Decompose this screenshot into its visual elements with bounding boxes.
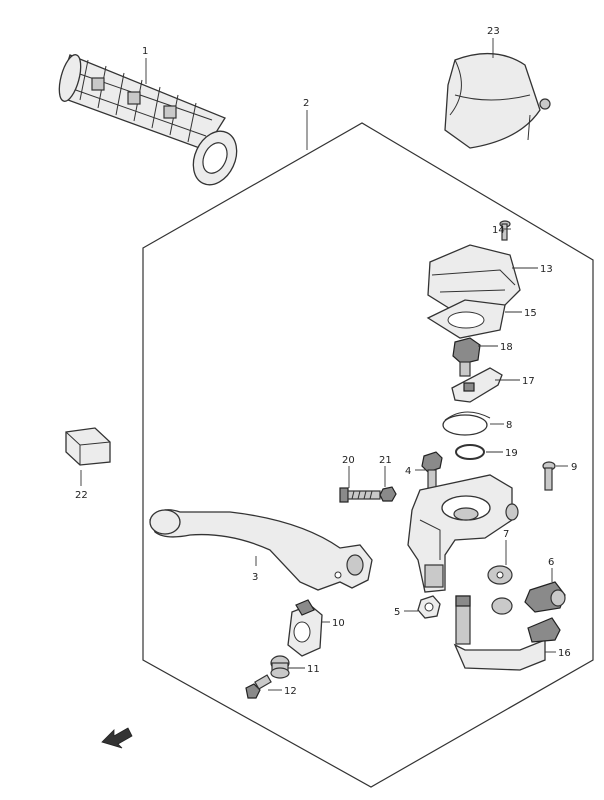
- callout-9: 9: [571, 462, 577, 473]
- part-diaphragm[interactable]: [442, 411, 491, 436]
- callout-4: 4: [405, 466, 411, 477]
- callout-10: 10: [332, 618, 345, 629]
- part-grip[interactable]: [55, 52, 245, 191]
- callout-20: 20: [342, 455, 355, 466]
- part-screw-14[interactable]: [499, 220, 511, 241]
- callout-22: 22: [75, 490, 88, 501]
- part-nut-21[interactable]: [379, 486, 397, 502]
- callout-18: 18: [500, 342, 513, 353]
- part-reservoir-cap[interactable]: [427, 244, 521, 316]
- part-lever[interactable]: [149, 509, 373, 591]
- part-bolt-18[interactable]: [452, 337, 481, 377]
- callout-labels: 1 2 23 14 13 15 18 17 8 19 4 9 20 21 22 …: [75, 26, 577, 697]
- callout-12: 12: [284, 686, 297, 697]
- callout-6: 6: [548, 557, 554, 568]
- callout-2: 2: [303, 98, 309, 109]
- part-screw-9[interactable]: [542, 461, 556, 491]
- callout-16: 16: [558, 648, 571, 659]
- part-bracket[interactable]: [451, 367, 503, 403]
- leader-lines: [80, 38, 568, 691]
- callout-11: 11: [307, 664, 320, 675]
- front-direction-arrow-icon: [101, 727, 133, 749]
- callout-3: 3: [252, 572, 258, 583]
- master-cylinder-body[interactable]: [407, 474, 519, 593]
- part-switch[interactable]: [287, 599, 323, 657]
- part-block[interactable]: [65, 427, 111, 466]
- part-washer-7[interactable]: [487, 565, 513, 585]
- callout-17: 17: [522, 376, 535, 387]
- assembly-outline: [142, 122, 594, 788]
- callout-19: 19: [505, 448, 518, 459]
- callout-8: 8: [506, 420, 512, 431]
- callout-21: 21: [379, 455, 392, 466]
- part-pivot[interactable]: [270, 655, 290, 679]
- part-adjuster-6[interactable]: [524, 581, 566, 613]
- part-oring[interactable]: [455, 444, 485, 460]
- part-piston[interactable]: [453, 595, 561, 671]
- part-screw-12[interactable]: [245, 674, 272, 699]
- callout-15: 15: [524, 308, 537, 319]
- callout-14: 14: [492, 225, 505, 236]
- callout-23: 23: [487, 26, 500, 37]
- part-cover[interactable]: [444, 52, 551, 149]
- callout-13: 13: [540, 264, 553, 275]
- part-screw-20[interactable]: [339, 487, 381, 503]
- callout-7: 7: [503, 529, 509, 540]
- callout-1: 1: [142, 46, 148, 57]
- part-plate[interactable]: [426, 299, 506, 339]
- part-nut-5[interactable]: [417, 595, 441, 619]
- callout-5: 5: [394, 607, 400, 618]
